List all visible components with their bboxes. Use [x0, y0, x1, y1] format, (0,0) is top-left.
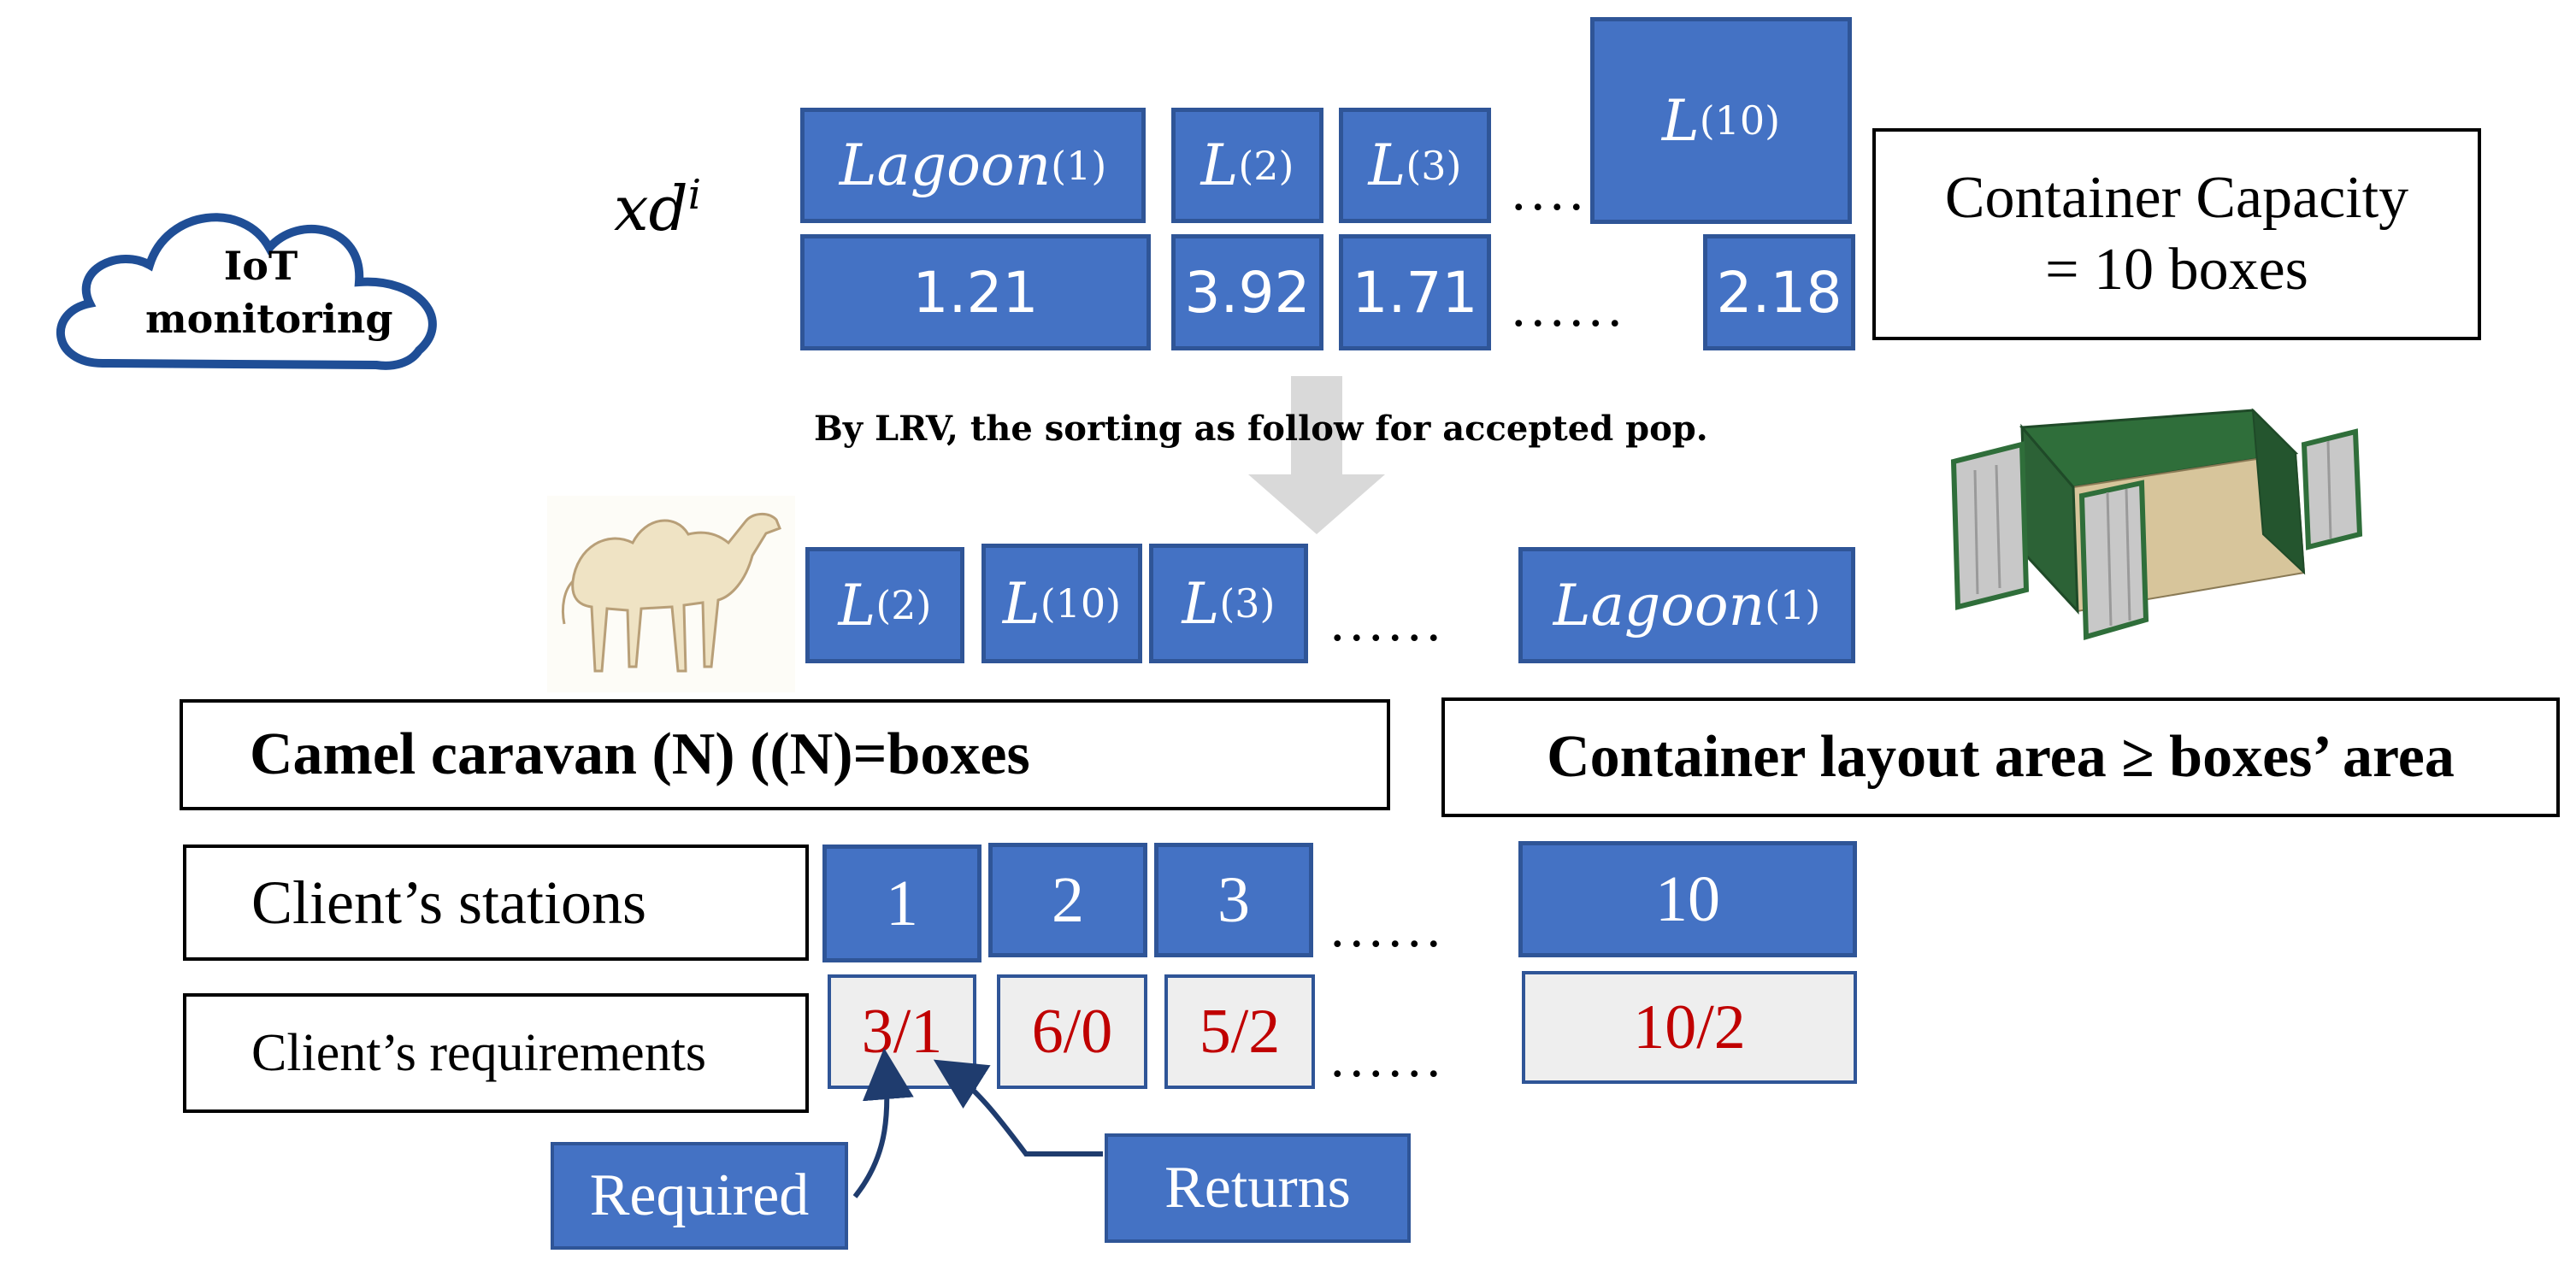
camel-caravan-box: Camel caravan (N) ((N)=boxes — [180, 699, 1390, 810]
cloud-label-line2: monitoring — [145, 296, 393, 342]
required-callout: Required — [551, 1142, 848, 1250]
top-label-l-2: L(2) — [1171, 108, 1323, 223]
top-label-lagoon-1: Lagoon(1) — [800, 108, 1146, 223]
top-label-ellipsis: .... — [1512, 160, 1589, 222]
client-stations-label: Client’s stations — [251, 868, 647, 937]
container-layout-label: Container layout area ≥ boxes’ area — [1547, 724, 2455, 790]
sorted-label-l-2: L(2) — [805, 547, 964, 663]
top-label-l-10: L(10) — [1590, 17, 1852, 224]
client-requirements-box: Client’s requirements — [183, 993, 809, 1113]
container-capacity-line1: Container Capacity — [1944, 165, 2409, 231]
station-10: 10 — [1518, 841, 1857, 957]
sorting-caption: By LRV, the sorting as follow for accept… — [814, 409, 1708, 449]
stations-ellipsis: ...... — [1330, 897, 1446, 959]
cloud-icon — [56, 213, 437, 370]
shipping-container-image — [1950, 408, 2363, 640]
client-requirements-label: Client’s requirements — [251, 1023, 707, 1082]
top-value-2: 3.92 — [1171, 234, 1323, 350]
station-1: 1 — [822, 845, 981, 962]
top-value-1: 1.21 — [800, 234, 1151, 350]
station-3: 3 — [1154, 843, 1313, 957]
top-label-l-3: L(3) — [1339, 108, 1491, 223]
top-value-ellipsis: ...... — [1512, 276, 1627, 338]
top-value-3: 1.71 — [1339, 234, 1491, 350]
required-arrow — [852, 1048, 914, 1198]
camel-caravan-label: Camel caravan (N) ((N)=boxes — [250, 721, 1030, 787]
requirement-10: 10/2 — [1522, 971, 1857, 1084]
requirements-ellipsis: ...... — [1330, 1027, 1446, 1089]
sorted-row-ellipsis: ...... — [1330, 591, 1446, 653]
requirement-2: 6/0 — [997, 974, 1147, 1089]
cloud-label: IoT monitoring — [145, 239, 393, 345]
sorted-label-l-3: L(3) — [1149, 544, 1308, 663]
returns-callout: Returns — [1105, 1133, 1411, 1243]
down-arrow-icon — [1248, 376, 1385, 534]
xd-sup: i — [687, 171, 702, 219]
requirement-3: 5/2 — [1164, 974, 1315, 1089]
xd-base: xd — [614, 173, 688, 244]
returns-arrow — [933, 1059, 1103, 1156]
camel-image — [547, 496, 795, 692]
xd-symbol: xdi — [614, 171, 701, 244]
top-value-10: 2.18 — [1703, 234, 1855, 350]
client-stations-box: Client’s stations — [183, 845, 809, 961]
cloud-label-line1: IoT — [223, 243, 298, 289]
container-layout-box: Container layout area ≥ boxes’ area — [1441, 697, 2560, 817]
station-2: 2 — [988, 843, 1147, 957]
sorted-label-lagoon-1: Lagoon(1) — [1518, 547, 1855, 663]
container-capacity-line2: = 10 boxes — [2045, 237, 2308, 303]
container-capacity-box: Container Capacity = 10 boxes — [1872, 128, 2481, 340]
sorted-label-l-10: L(10) — [981, 544, 1142, 663]
